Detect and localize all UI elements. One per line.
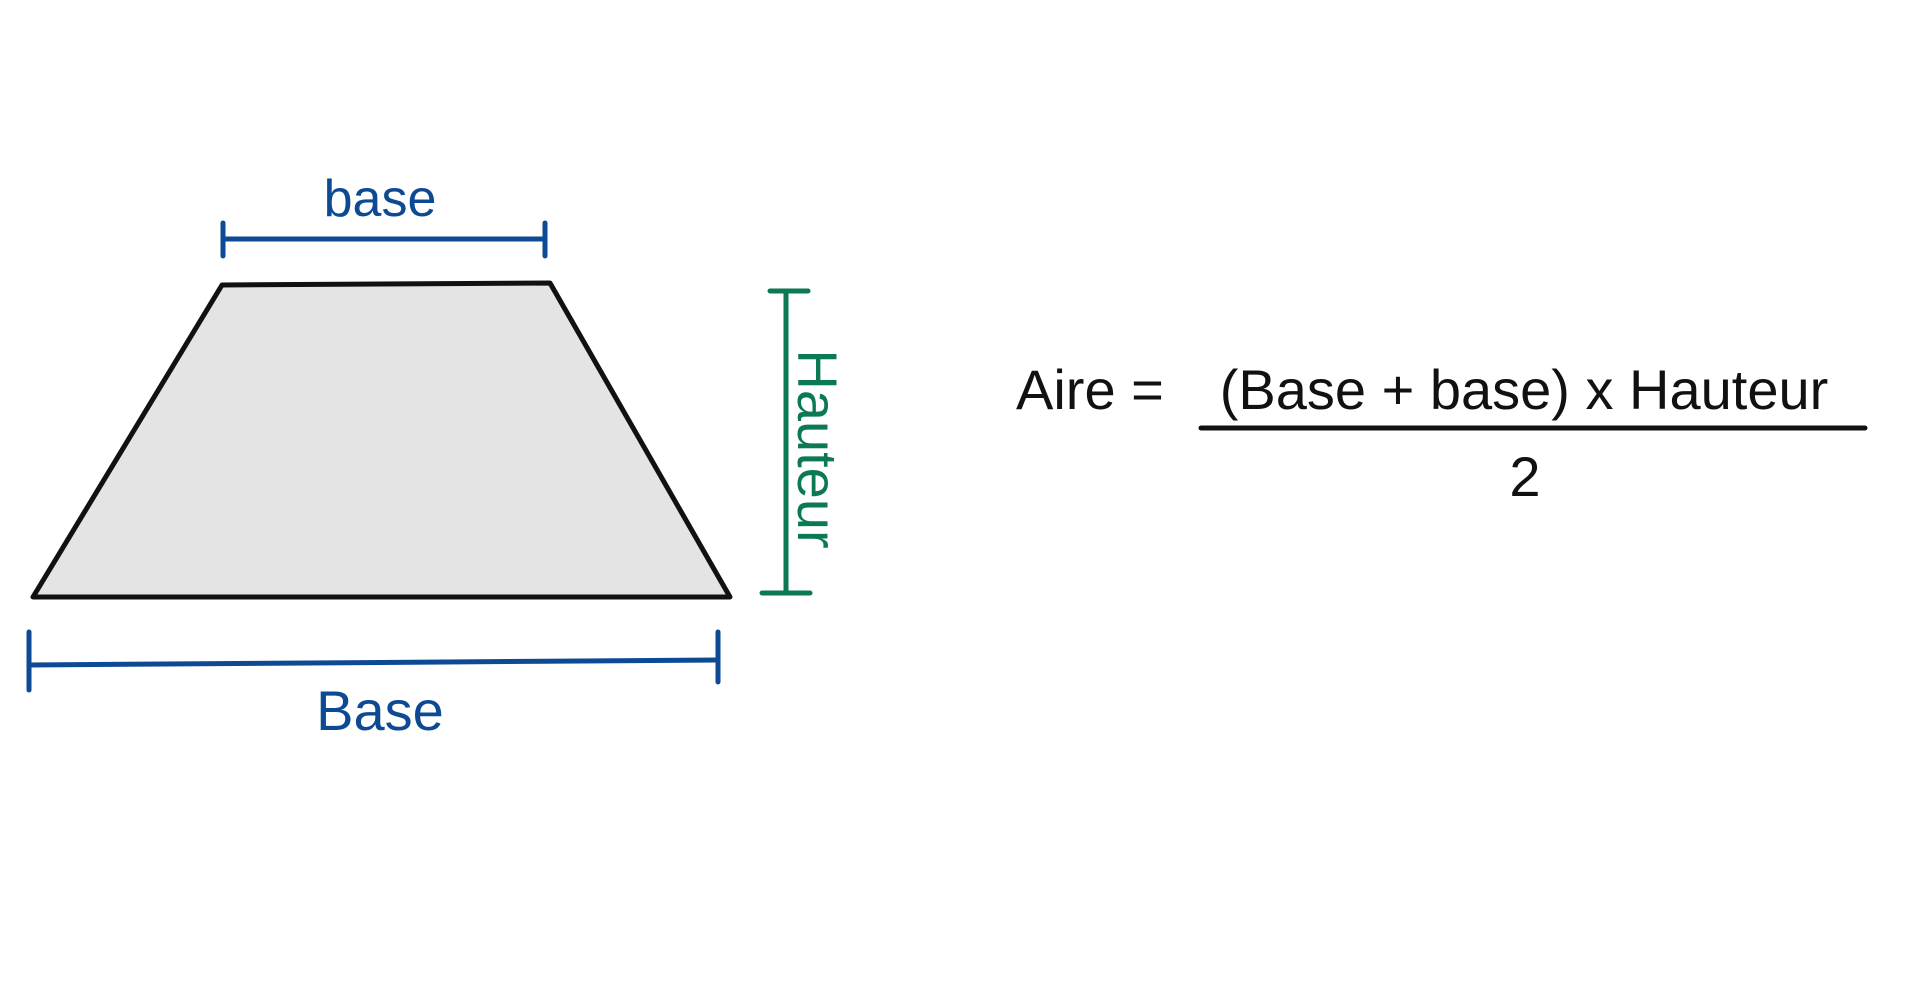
formula-numerator: (Base + base) x Hauteur <box>1220 358 1829 421</box>
bottom-base-label: Base <box>316 679 444 742</box>
formula-denominator: 2 <box>1509 445 1540 508</box>
trapezoid-shape <box>30 280 733 600</box>
top-base-label: base <box>324 170 437 228</box>
bottom-base-dimension <box>26 629 721 693</box>
top-base-dimension <box>220 220 548 259</box>
height-dimension <box>759 288 813 596</box>
formula-lhs: Aire = <box>1016 358 1164 421</box>
height-label: Hauteur <box>786 349 849 548</box>
